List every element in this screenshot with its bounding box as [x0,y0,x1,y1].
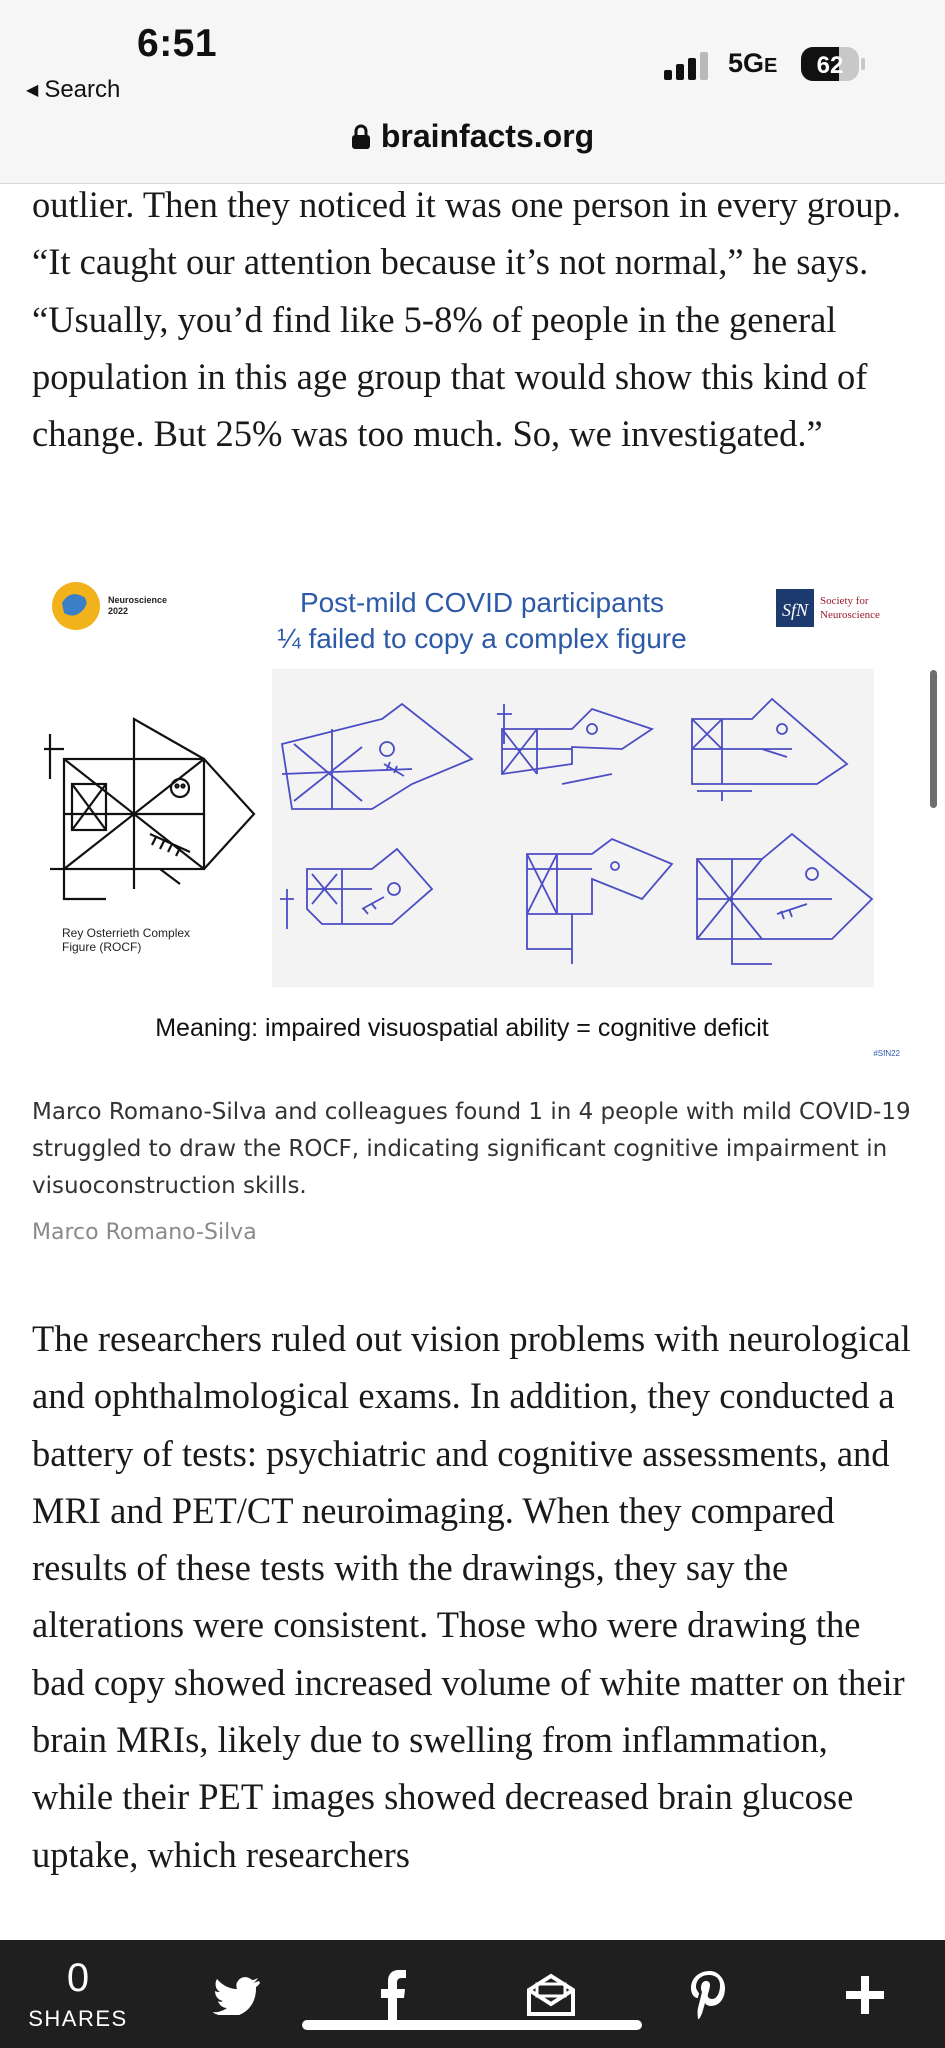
rocf-label-line2: Figure (ROCF) [62,940,141,954]
svg-text:Neuroscience: Neuroscience [820,609,880,621]
plus-icon [846,1976,884,2014]
status-time: 6:51 [137,22,218,65]
back-arrow-icon: ◀ [26,82,39,99]
figure-credit: Marco Romano-Silva [32,1220,257,1245]
email-icon [527,1973,575,2016]
facebook-share-button[interactable] [366,1968,420,2022]
network-type: 5GE [728,48,778,78]
browser-header: 6:51 ◀ Search 5GE 62 brainfacts.org [0,0,945,184]
home-indicator[interactable] [302,2020,642,2030]
figure-title-line2: ¼ failed to copy a complex figure [277,623,686,654]
figure-caption: Marco Romano-Silva and colleagues found … [32,1099,911,1199]
email-share-button[interactable] [524,1968,578,2022]
pinterest-icon [691,1971,725,2019]
pinterest-share-button[interactable] [682,1968,736,2022]
twitter-share-button[interactable] [210,1968,264,2022]
share-count-number: 0 [66,1956,90,2000]
share-count-label: SHARES [28,2006,128,2031]
article-paragraph: outlier. Then they noticed it was one pe… [32,184,902,455]
svg-text:SfN: SfN [782,600,809,620]
url-text: brainfacts.org [380,118,595,154]
figure-hashtag: #SfN22 [873,1049,900,1058]
back-label: Search [44,76,121,103]
rocf-figure-image: Neuroscience 2022 Post-mild COVID partic… [44,582,901,1058]
facebook-icon [381,1970,406,2020]
battery-level: 62 [817,52,844,79]
svg-text:2022: 2022 [108,606,128,616]
neuroscience-2022-logo: Neuroscience 2022 [52,582,167,630]
page-scrollbar[interactable] [930,670,937,808]
participant-drawings [280,697,874,965]
share-count: 0 SHARES [28,1956,128,2032]
share-bar: 0 SHARES [0,1940,945,2048]
lock-icon [351,124,370,149]
figure-title-line1: Post-mild COVID participants [300,587,664,618]
cellular-signal-icon [664,52,708,80]
sfn-logo: SfN Society for Neuroscience [776,589,880,627]
svg-text:Society for: Society for [820,595,869,607]
twitter-icon [213,1977,260,2015]
rocf-label-line1: Rey Osterrieth Complex [62,926,190,940]
article-content: outlier. Then they noticed it was one pe… [0,184,945,1940]
rocf-reference-drawing [44,717,256,901]
battery-icon: 62 [801,47,865,81]
address-bar[interactable]: brainfacts.org [0,118,945,155]
more-share-button[interactable] [838,1968,892,2022]
back-to-search-button[interactable]: ◀ Search [26,76,120,104]
article-paragraph: The researchers ruled out vision problem… [32,1318,911,1875]
figure-meaning-text: Meaning: impaired visuospatial ability =… [155,1014,769,1042]
svg-text:Neuroscience: Neuroscience [108,595,167,605]
